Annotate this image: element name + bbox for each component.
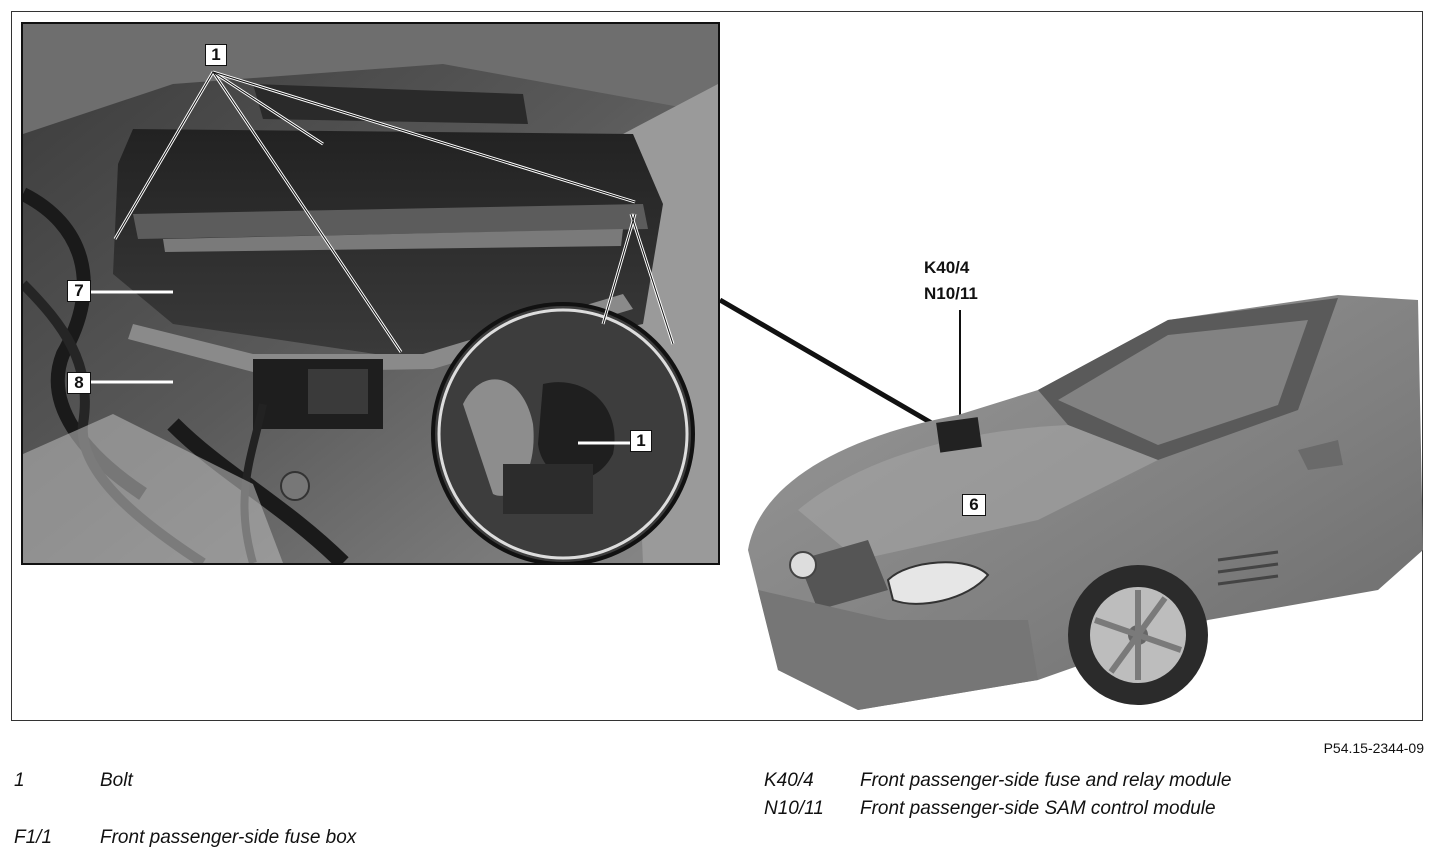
figure-reference: P54.15-2344-09 bbox=[1323, 740, 1424, 756]
callout-item-7: 7 bbox=[67, 280, 91, 302]
callout-bolt-top: 1 bbox=[205, 44, 227, 66]
legend-code: F1/1 bbox=[14, 827, 53, 848]
legend-left-row-1: 1 Bolt bbox=[14, 768, 714, 794]
legend-left-row-2: F1/1 Front passenger-side fuse box bbox=[14, 825, 714, 851]
legend-desc: Bolt bbox=[100, 770, 133, 791]
legend-desc: Front passenger-side fuse and relay modu… bbox=[860, 770, 1232, 791]
legend-right-row-2: N10/11 Front passenger-side SAM control … bbox=[764, 796, 1424, 822]
legend-code: 1 bbox=[14, 770, 25, 791]
callout-bolt-zoom: 1 bbox=[630, 430, 652, 452]
car-illustration bbox=[738, 290, 1423, 720]
legend-code: N10/11 bbox=[764, 798, 824, 819]
engine-bay-photo bbox=[21, 22, 720, 565]
legend-code: K40/4 bbox=[764, 770, 814, 791]
engine-bay-illustration bbox=[23, 24, 718, 563]
callout-item-8: 8 bbox=[67, 372, 91, 394]
callout-n10: N10/11 bbox=[924, 284, 978, 303]
car-svg bbox=[748, 295, 1423, 710]
callout-item-6: 6 bbox=[962, 494, 986, 516]
legend-right-row-1: K40/4 Front passenger-side fuse and rela… bbox=[764, 768, 1424, 794]
legend-desc: Front passenger-side SAM control module bbox=[860, 798, 1216, 819]
legend-desc: Front passenger-side fuse box bbox=[100, 827, 357, 848]
callout-k40: K40/4 bbox=[924, 258, 970, 277]
